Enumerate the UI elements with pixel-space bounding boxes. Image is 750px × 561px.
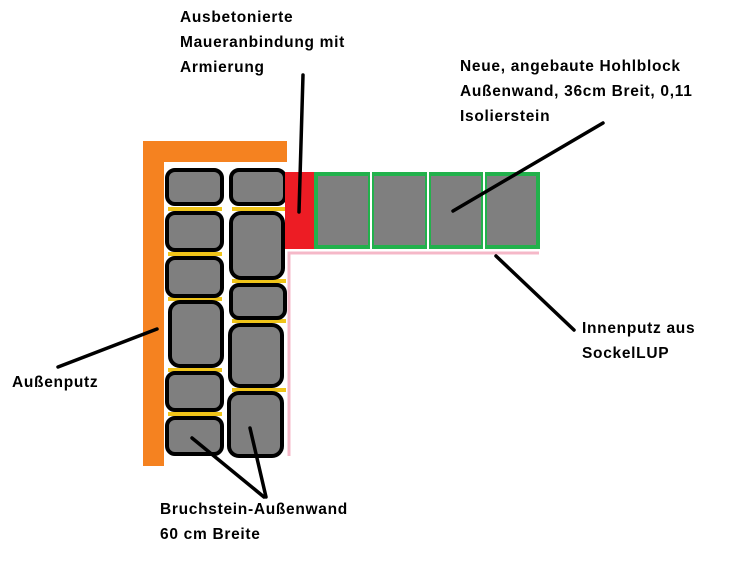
label-line: Maueranbindung mit: [180, 34, 346, 51]
leader-lines: [56, 73, 605, 499]
label-hohlblock: Neue, angebaute Hohlblock Außenwand, 36c…: [460, 54, 693, 129]
stone: [168, 300, 224, 368]
stone: [165, 168, 224, 206]
label-line: Außenwand, 36cm Breit, 0,11: [460, 83, 693, 100]
bruchstein-stones: [165, 168, 287, 458]
label-bruchstein: Bruchstein-Außenwand 60 cm Breite: [160, 497, 348, 547]
label-line: Neue, angebaute Hohlblock: [460, 58, 681, 75]
stone: [229, 211, 285, 280]
mortar-joints: [168, 207, 286, 416]
label-line: Außenputz: [12, 374, 99, 391]
label-maueranbindung: Ausbetonierte Maueranbindung mit Armieru…: [180, 5, 345, 80]
stone: [229, 283, 287, 320]
label-line: SockelLUP: [582, 345, 670, 362]
label-line: Armierung: [180, 59, 265, 76]
label-line: Innenputz aus: [582, 320, 696, 337]
label-line: Isolierstein: [460, 108, 551, 125]
stone: [228, 323, 284, 388]
innenputz-layer: [287, 251, 539, 456]
label-line: Ausbetonierte: [180, 9, 294, 26]
stone: [165, 416, 224, 456]
aussenputz-layer: [143, 141, 287, 466]
stone: [165, 211, 224, 252]
stone: [165, 256, 224, 298]
hohlblock: [318, 176, 368, 245]
label-aussenputz: Außenputz: [12, 370, 98, 395]
stone: [165, 371, 224, 412]
label-innenputz: Innenputz aus SockelLUP: [582, 316, 695, 366]
label-line: Bruchstein-Außenwand: [160, 501, 348, 518]
stone: [229, 168, 287, 206]
hohlblock: [374, 176, 425, 245]
label-line: 60 cm Breite: [160, 526, 261, 543]
